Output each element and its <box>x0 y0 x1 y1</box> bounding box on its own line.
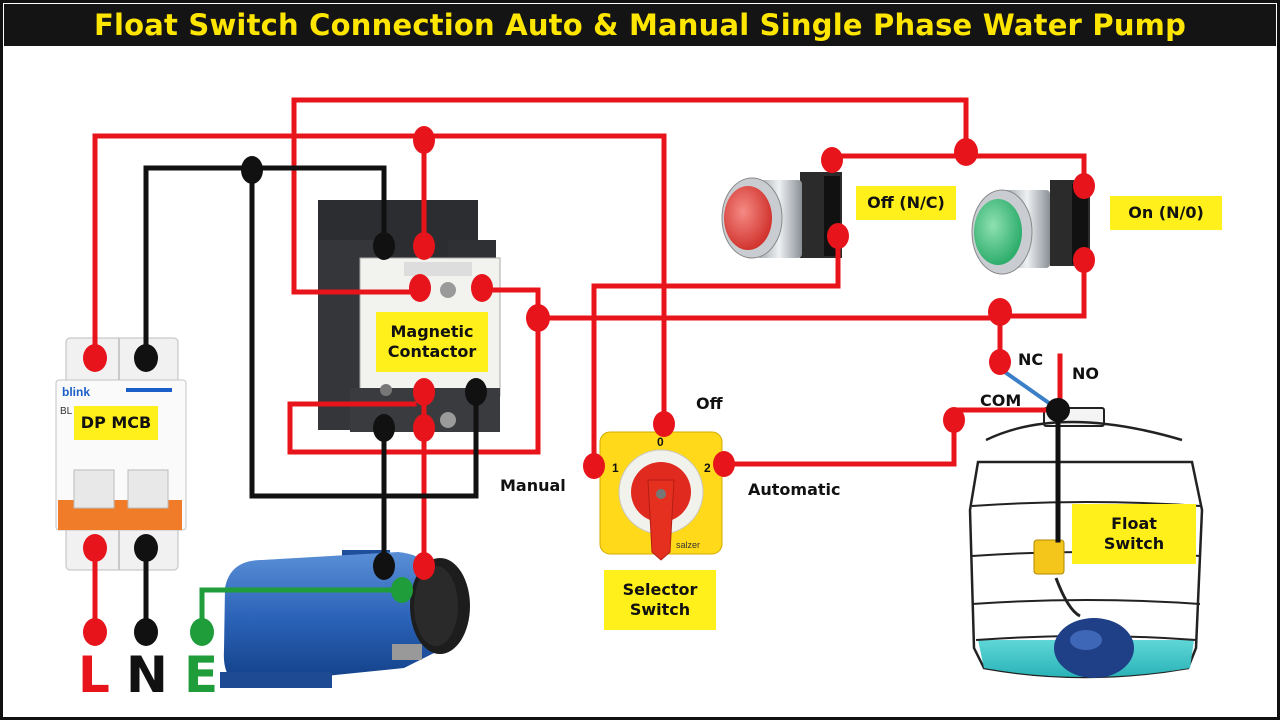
float-switch-icon <box>1033 539 1134 678</box>
terminal-float-com <box>1046 398 1070 422</box>
terminal-coil-a2 <box>413 232 435 260</box>
selector-switch-icon: 0 1 2 salzer <box>599 431 723 561</box>
label-on-button-text: On (N/0) <box>1128 203 1204 222</box>
terminal-aux-2 <box>471 274 493 302</box>
label-float-line1: Float <box>1111 514 1157 533</box>
supply-label-l: L <box>78 646 110 704</box>
terminal-selector-0 <box>653 411 675 437</box>
terminal-supply-l <box>83 618 107 646</box>
terminal-on-out <box>1073 247 1095 273</box>
green-push-button-icon <box>971 180 1090 275</box>
red-push-button-icon <box>721 172 842 259</box>
label-selector-line2: Switch <box>629 600 691 619</box>
label-dp-mcb: DP MCB <box>74 406 158 440</box>
mcb-icon: blink BL <box>55 337 187 571</box>
supply-label-e: E <box>184 646 219 704</box>
terminal-supply-e <box>190 618 214 646</box>
terminal-selector-2 <box>713 451 735 477</box>
selector-brand-text: salzer <box>676 540 700 550</box>
terminal-main-l <box>413 378 435 406</box>
label-manual: Manual <box>500 476 566 495</box>
label-dp-mcb-text: DP MCB <box>80 413 152 432</box>
terminal-mcb-n-in <box>134 344 158 372</box>
mcb-model-text: BL <box>60 406 73 417</box>
label-no: NO <box>1072 364 1099 383</box>
terminal-out-n <box>373 414 395 442</box>
label-float-switch: Float Switch <box>1072 504 1196 564</box>
junction-float-feed <box>988 298 1012 326</box>
live-wires <box>92 97 1087 635</box>
selector-pos1-text: 1 <box>612 461 619 475</box>
terminal-float-nc <box>989 349 1011 375</box>
terminal-selector-1 <box>583 453 605 479</box>
label-contactor-line2: Contactor <box>387 342 477 361</box>
wire-aux-to-off-button <box>291 97 969 295</box>
terminal-mcb-l-out <box>83 534 107 562</box>
junction-off-top <box>954 138 978 166</box>
terminal-pump-l <box>413 552 435 580</box>
terminal-mcb-l-in <box>83 344 107 372</box>
terminal-off-in <box>821 147 843 173</box>
terminal-pump-n <box>373 552 395 580</box>
selector-pos0-text: 0 <box>657 435 664 449</box>
supply-label-n: N <box>126 646 168 704</box>
wire-mcb-to-contactor-n <box>143 165 387 361</box>
label-nc: NC <box>1018 350 1044 369</box>
label-on-button: On (N/0) <box>1110 196 1222 230</box>
terminal-dots <box>83 126 1095 646</box>
wire-neutral-loop <box>249 165 479 499</box>
wire-automatic-to-com <box>721 407 1061 467</box>
wire-off-to-manual <box>591 233 841 469</box>
junction-neutral <box>241 156 263 184</box>
label-selector-line1: Selector <box>622 580 698 599</box>
label-contactor-line1: Magnetic <box>390 322 474 341</box>
title-bar: Float Switch Connection Auto & Manual Si… <box>4 4 1276 46</box>
label-com: COM <box>980 391 1022 410</box>
wire-mcb-to-selector-common <box>92 133 667 427</box>
terminal-coil-a1 <box>373 232 395 260</box>
page-title: Float Switch Connection Auto & Manual Si… <box>93 8 1187 42</box>
mcb-brand-text: blink <box>62 385 90 399</box>
terminal-aux-1 <box>409 274 431 302</box>
terminal-supply-n <box>134 618 158 646</box>
wire-on-to-float-nc <box>997 257 1087 367</box>
terminal-pump-e <box>391 577 413 603</box>
terminal-out-l <box>413 414 435 442</box>
terminal-float-com-feed <box>943 407 965 433</box>
wire-aux-no-loop <box>287 287 541 455</box>
label-magnetic-contactor: Magnetic Contactor <box>376 312 488 372</box>
label-off-button-text: Off (N/C) <box>867 193 945 212</box>
wire-float-nc <box>999 367 1059 411</box>
label-automatic: Automatic <box>748 480 841 499</box>
label-selector-switch: Selector Switch <box>604 570 716 630</box>
junction-coil-a2 <box>413 126 435 154</box>
selector-pos2-text: 2 <box>704 461 711 475</box>
terminal-on-in <box>1073 173 1095 199</box>
label-off-button: Off (N/C) <box>856 186 956 220</box>
terminal-main-n <box>465 378 487 406</box>
label-off: Off <box>696 394 723 413</box>
junction-holding <box>526 304 550 332</box>
terminal-off-out <box>827 223 849 249</box>
terminal-mcb-n-out <box>134 534 158 562</box>
label-float-line2: Switch <box>1103 534 1165 553</box>
